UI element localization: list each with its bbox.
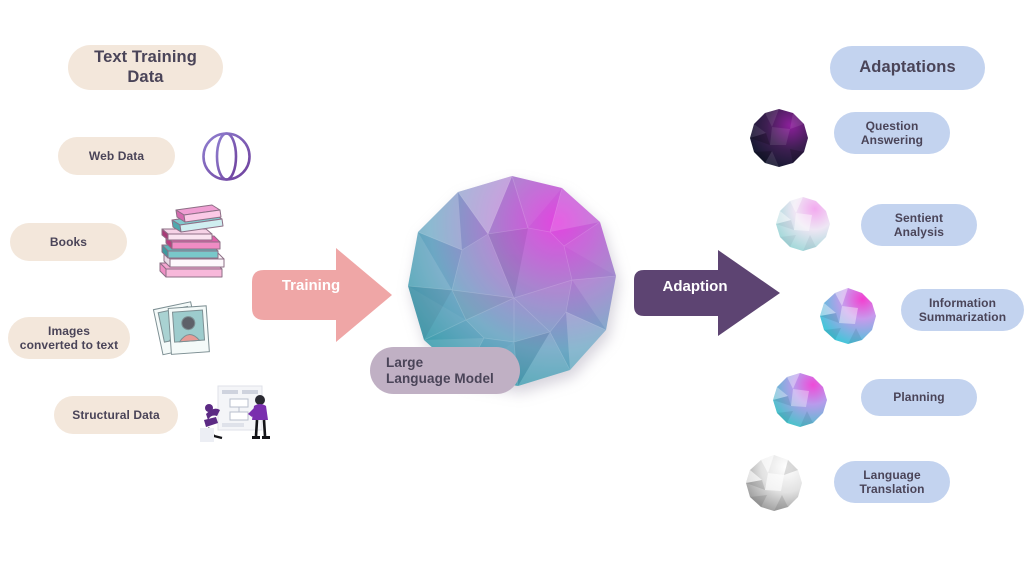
section-title-right: Adaptations bbox=[830, 46, 985, 90]
llm-label-line1: Large bbox=[386, 354, 424, 370]
output-label-line2: Summarization bbox=[918, 310, 1007, 324]
section-title-left: Text Training Data bbox=[68, 45, 223, 90]
gem-vivid-magenta-icon bbox=[771, 371, 829, 429]
output-pill-sentient-analysis: Sentient Analysis bbox=[861, 204, 977, 246]
output-label-line2: Answering bbox=[860, 133, 924, 147]
output-pill-question-answering: Question Answering bbox=[834, 112, 950, 154]
input-pill-images: Images converted to text bbox=[8, 317, 130, 359]
photos-icon bbox=[152, 299, 230, 371]
input-pill-books: Books bbox=[10, 223, 127, 261]
output-pill-language-translation: Language Translation bbox=[834, 461, 950, 503]
output-label-line2: Translation bbox=[859, 482, 925, 496]
output-label-line1: Sentient bbox=[894, 210, 944, 225]
gem-grey-icon bbox=[744, 453, 804, 513]
output-label-line1: Question bbox=[865, 118, 919, 133]
training-arrow bbox=[252, 242, 394, 350]
output-pill-planning: Planning bbox=[861, 379, 977, 416]
gem-dark-purple-icon bbox=[748, 107, 810, 169]
input-pill-structural-data: Structural Data bbox=[54, 396, 178, 434]
adaption-arrow bbox=[634, 248, 782, 338]
gem-magenta-teal-icon bbox=[818, 286, 878, 346]
adaption-arrow-label: Adaption bbox=[662, 277, 728, 295]
llm-label-line2: Language Model bbox=[386, 370, 494, 386]
people-whiteboard-icon bbox=[196, 384, 278, 450]
input-pill-images-line2: converted to text bbox=[19, 338, 119, 352]
llm-label-pill: Large Language Model bbox=[370, 347, 520, 394]
output-label-line2: Analysis bbox=[893, 225, 945, 239]
globe-icon bbox=[199, 129, 254, 184]
input-pill-web-data: Web Data bbox=[58, 137, 175, 175]
gem-pale-pink-icon bbox=[774, 195, 832, 253]
output-label-line1: Language bbox=[863, 467, 921, 482]
books-stack-icon bbox=[152, 203, 234, 281]
output-pill-information-summarization: Information Summarization bbox=[901, 289, 1024, 331]
input-pill-images-line1: Images bbox=[48, 323, 90, 338]
training-arrow-label: Training bbox=[281, 276, 341, 294]
output-label-line1: Information bbox=[928, 295, 997, 310]
